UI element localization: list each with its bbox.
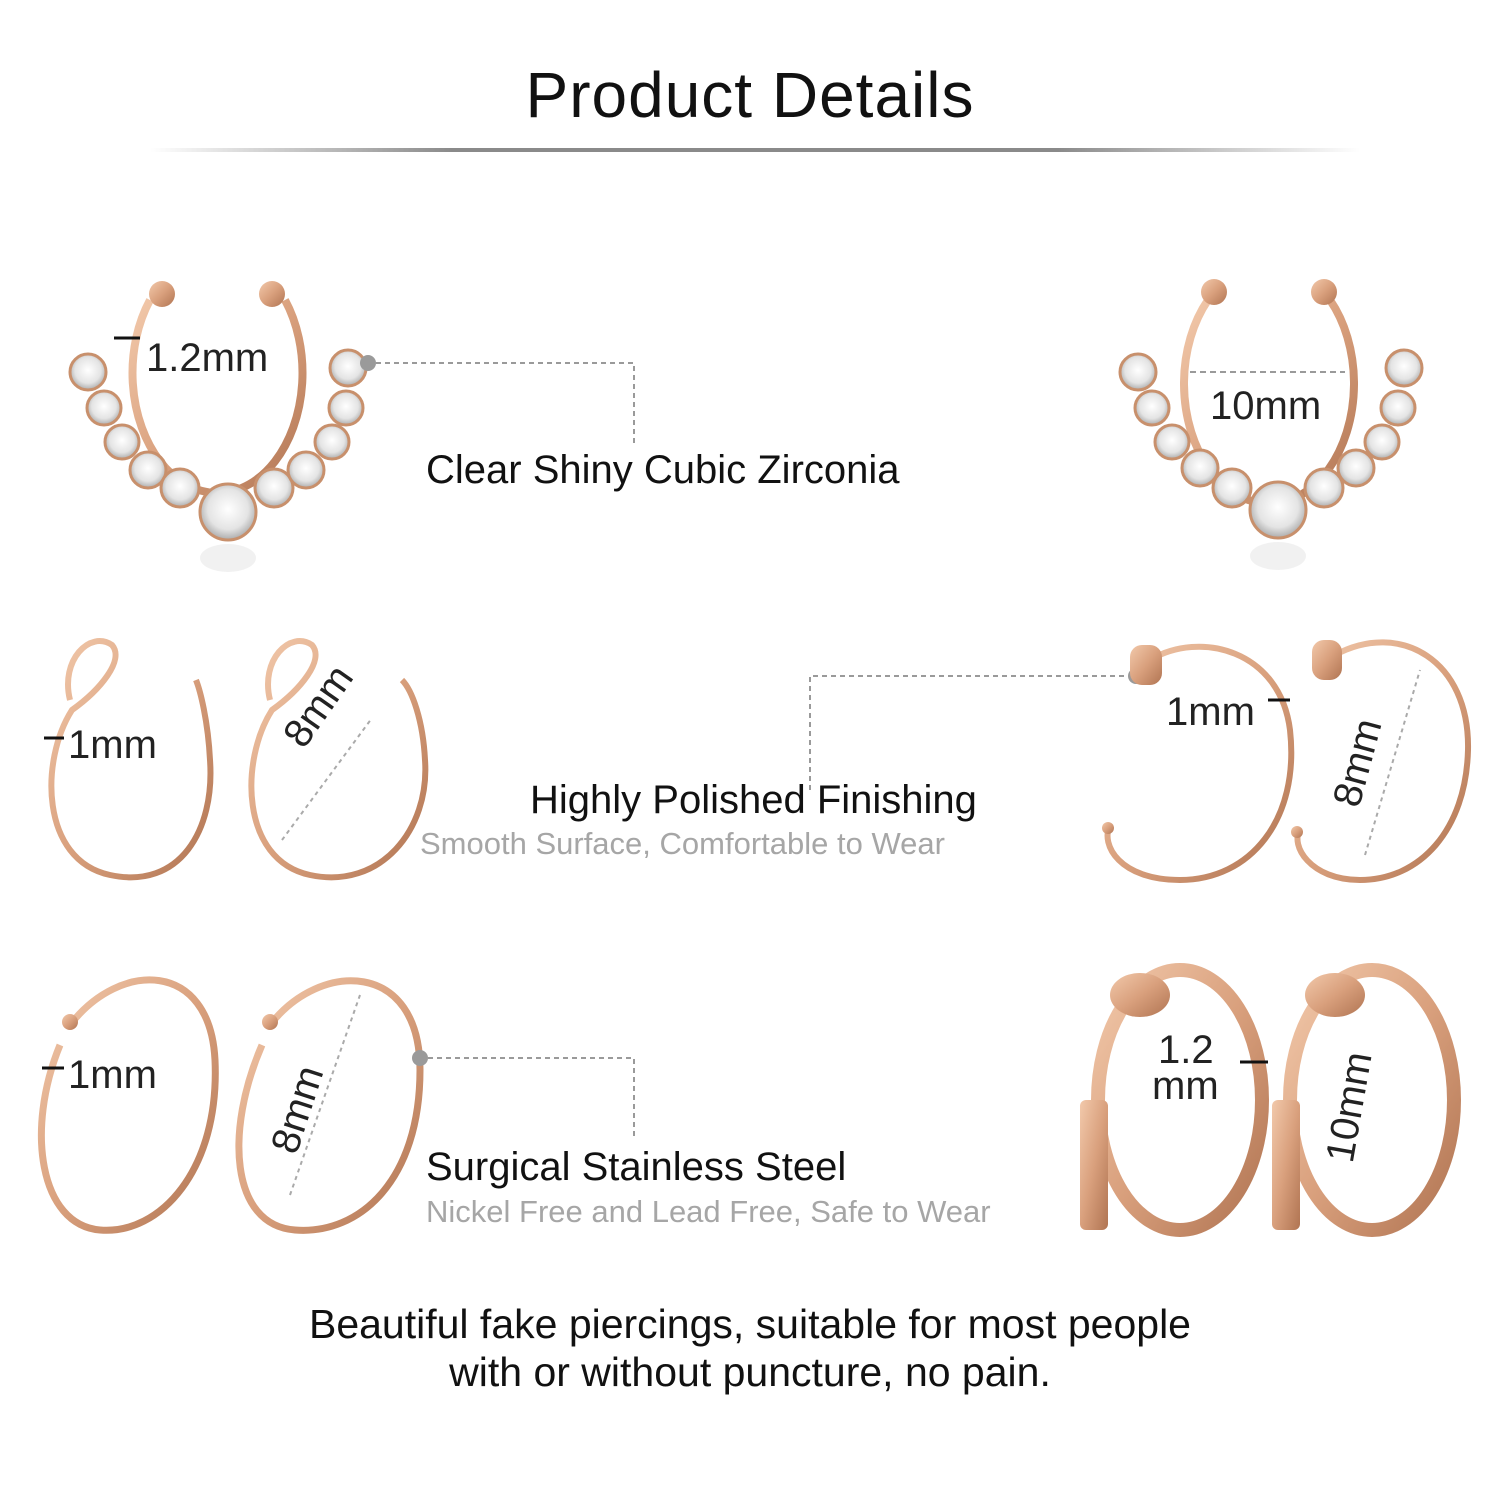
feature-heading-zirconia: Clear Shiny Cubic Zirconia	[426, 448, 900, 492]
septum-ring-left	[68, 281, 368, 572]
hoop-right-wire-label: 1mm	[1166, 690, 1255, 734]
cubic-zirconia-stones	[1118, 348, 1424, 540]
feature-sub-steel: Nickel Free and Lead Free, Safe to Wear	[426, 1194, 991, 1229]
open-hoop-right	[1291, 639, 1472, 884]
clip-left-wire-label: 1mm	[68, 723, 157, 767]
spring-right-wire-label-top: 1.2	[1158, 1028, 1214, 1072]
spring-right-wire-label-bottom: mm	[1152, 1064, 1219, 1108]
footer-line-2: with or without puncture, no pain.	[449, 1349, 1051, 1395]
leader-line-zirconia	[360, 355, 635, 445]
septum-ring-right	[1118, 279, 1424, 570]
page-title: Product Details	[525, 59, 975, 131]
ball-end-icon	[149, 281, 175, 307]
ball-end-icon	[1311, 279, 1337, 305]
seamless-ring-right	[235, 977, 424, 1234]
ring-left-wire-label: 1mm	[68, 1053, 157, 1097]
footer-text: Beautiful fake piercings, suitable for m…	[0, 1300, 1500, 1396]
feature-sub-polished: Smooth Surface, Comfortable to Wear	[420, 826, 945, 861]
septum-right-diameter-label: 10mm	[1210, 384, 1322, 428]
leader-line-polished	[809, 668, 1144, 790]
ball-end-icon	[1201, 279, 1227, 305]
spring-disc-icon	[1110, 973, 1170, 1017]
seamless-ring-left	[37, 976, 219, 1234]
nose-clip-left	[48, 638, 214, 881]
feature-heading-polished: Highly Polished Finishing	[530, 778, 977, 822]
feature-heading-steel: Surgical Stainless Steel	[426, 1145, 847, 1189]
spring-clip-right	[1272, 963, 1461, 1237]
open-hoop-left	[1102, 643, 1295, 884]
diameter-line	[281, 717, 373, 841]
ball-end-icon	[259, 281, 285, 307]
title-divider	[150, 148, 1360, 152]
nose-clip-right	[248, 638, 429, 881]
septum-left-wire-label: 1.2mm	[146, 336, 269, 380]
diameter-line	[289, 994, 361, 1196]
leader-line-steel	[412, 1050, 635, 1140]
diameter-line	[1364, 669, 1421, 856]
flat-end-icon	[1130, 645, 1162, 685]
cubic-zirconia-stones	[68, 348, 368, 542]
flat-end-icon	[1312, 640, 1342, 680]
footer-line-1: Beautiful fake piercings, suitable for m…	[308, 1301, 1191, 1347]
spring-clip-left	[1080, 963, 1269, 1237]
spring-disc-icon	[1305, 973, 1365, 1017]
